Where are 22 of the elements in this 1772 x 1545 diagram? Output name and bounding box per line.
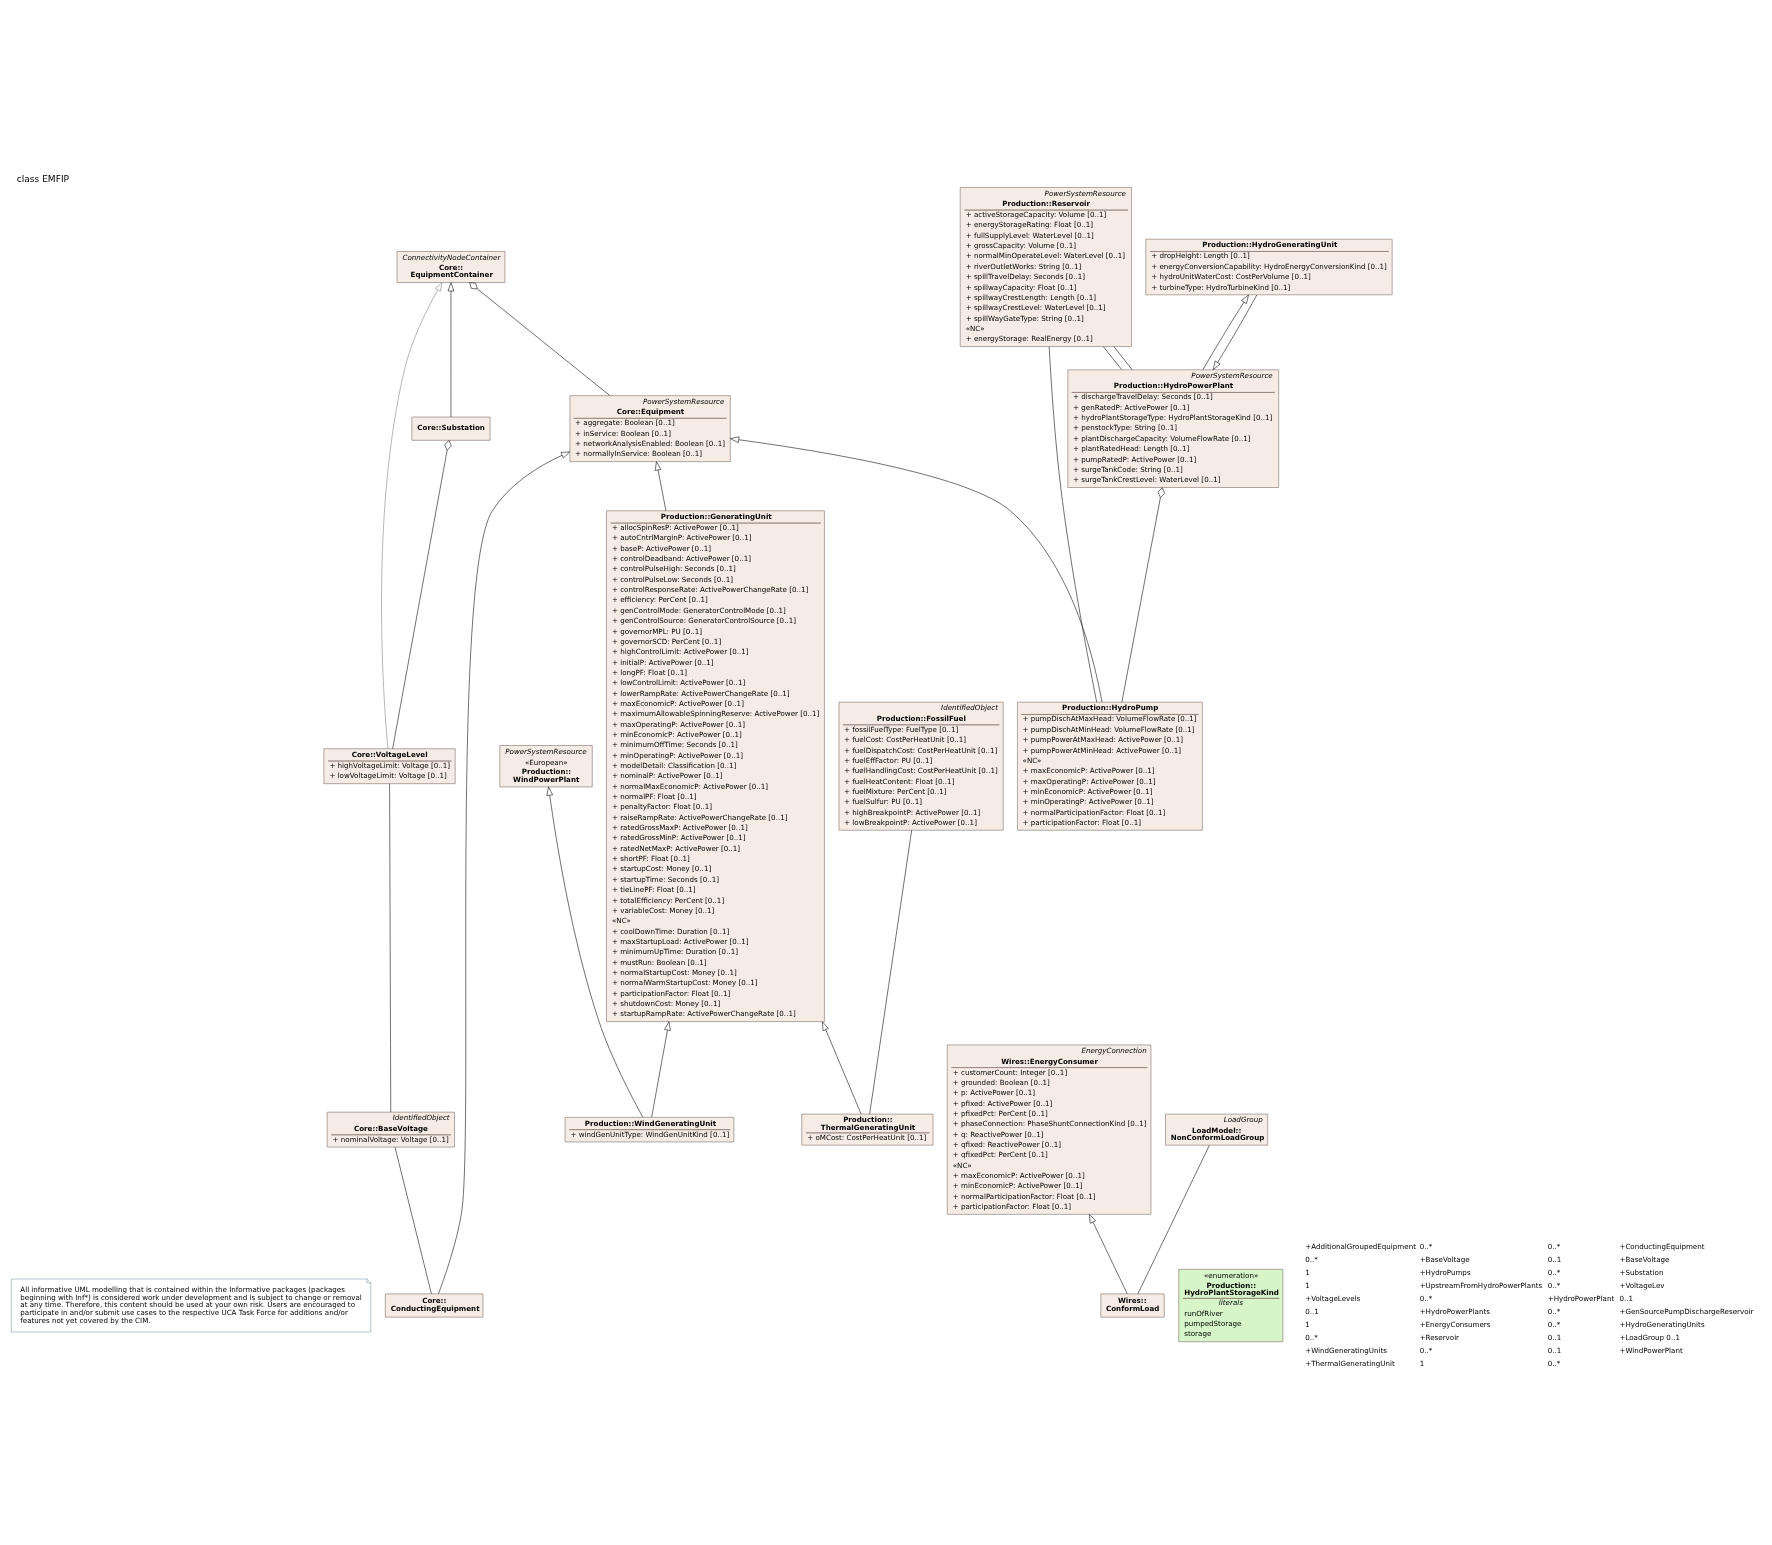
- arrow: [1089, 1213, 1128, 1294]
- arrow: [546, 786, 644, 1117]
- connector: [1121, 486, 1165, 702]
- connector: [394, 1146, 432, 1294]
- arrow: [1202, 294, 1249, 370]
- arrow: [654, 460, 667, 511]
- connector: [1102, 345, 1123, 370]
- connector: [869, 829, 912, 1114]
- connector: [392, 439, 452, 749]
- connector: [1048, 345, 1097, 702]
- arrow: [381, 281, 443, 749]
- arrow: [438, 451, 571, 1294]
- connector: [389, 782, 392, 1112]
- arrow: [447, 281, 455, 417]
- connector: [1113, 345, 1133, 370]
- arrow: [730, 436, 1103, 702]
- diagram-title: class EMFIP: [16, 173, 70, 184]
- arrow: [651, 1020, 671, 1117]
- arrow: [1212, 294, 1258, 370]
- arrow: [822, 1021, 862, 1114]
- connector: [1137, 1144, 1210, 1294]
- connector: [469, 281, 611, 396]
